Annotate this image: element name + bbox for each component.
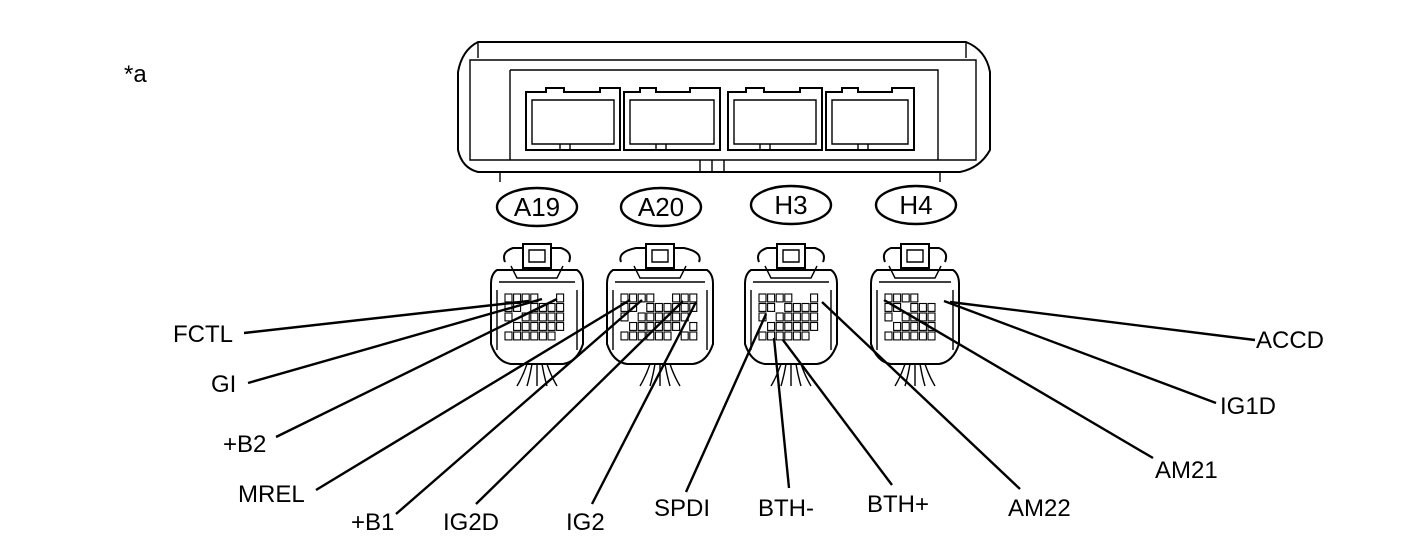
leader-line-accd (949, 300, 1256, 342)
housing-socket-a20 (623, 87, 721, 151)
terminal-label-spdi: SPDI (654, 495, 710, 522)
connector-id-text: A19 (514, 192, 560, 222)
connector-id-a19: A19 (495, 186, 579, 228)
connector-id-text: A20 (638, 192, 684, 222)
connector-plug-a20 (606, 243, 714, 387)
terminal-label-fctl: FCTL (173, 321, 233, 348)
terminal-label-mrel: MREL (238, 481, 305, 508)
connector-id-h3: H3 (749, 184, 833, 226)
housing-socket-h3 (727, 87, 823, 151)
connector-id-h4: H4 (874, 184, 958, 226)
leader-line-am21 (883, 298, 1154, 460)
leader-line-am22 (821, 301, 1021, 490)
leader-line-b2 (275, 297, 558, 439)
terminal-label-am21: AM21 (1155, 457, 1218, 484)
leader-line-gi (247, 297, 543, 385)
terminal-labels: FCTL GI +B2 MREL +B1 IG2D IG2 SPDI BTH- … (173, 321, 1324, 536)
terminal-label-accd: ACCD (1256, 327, 1324, 354)
housing-socket-h4 (825, 87, 915, 151)
leader-line-mrel (315, 298, 631, 492)
terminal-label-ig2: IG2 (566, 509, 605, 536)
connector-id-text: H4 (899, 190, 932, 220)
terminal-label-bthp: BTH+ (867, 491, 929, 518)
leader-line-ig1d (943, 299, 1217, 405)
view-label: *a (124, 61, 147, 88)
leader-lines (243, 297, 1256, 515)
terminal-label-b1: +B1 (351, 509, 394, 536)
leader-line-ig2 (590, 301, 698, 505)
leader-line-spdi (684, 313, 768, 493)
terminal-label-gi: GI (211, 371, 236, 398)
terminal-label-am22: AM22 (1008, 495, 1071, 522)
terminal-label-b2: +B2 (223, 431, 266, 458)
connector-plug-h3 (744, 243, 838, 387)
leader-line-bthm (772, 337, 791, 489)
connector-plug-h4 (870, 243, 960, 387)
connector-id-a20: A20 (619, 186, 703, 228)
terminal-label-ig1d: IG1D (1220, 393, 1276, 420)
leader-line-fctl (243, 299, 530, 335)
housing-socket-a19 (525, 87, 621, 151)
connector-id-text: H3 (774, 190, 807, 220)
leader-line-ig2d (475, 300, 684, 505)
leader-line-b1 (395, 299, 643, 515)
leader-line-bthp (782, 339, 893, 486)
terminal-label-ig2d: IG2D (443, 509, 499, 536)
ecu-housing (457, 41, 991, 182)
terminal-label-bthm: BTH- (758, 495, 814, 522)
